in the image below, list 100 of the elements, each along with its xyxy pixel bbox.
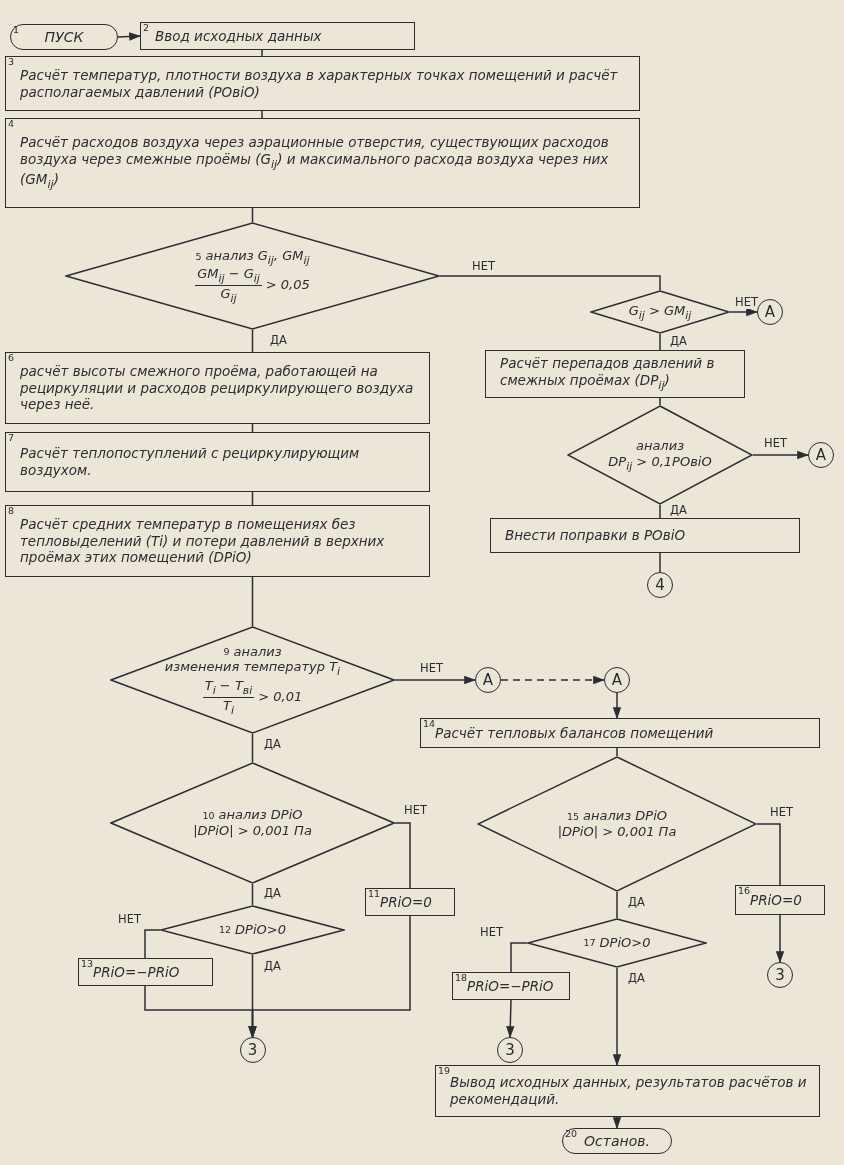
step-number: 2 bbox=[143, 22, 150, 34]
arrow bbox=[500, 675, 606, 685]
edge-label: НЕТ bbox=[733, 296, 760, 309]
process-box bbox=[5, 118, 640, 208]
connector-letter: A bbox=[611, 671, 623, 689]
process-box bbox=[5, 56, 640, 111]
condition-text: анализ DPiO bbox=[583, 808, 667, 824]
step-number: 10 bbox=[202, 809, 215, 821]
arrow bbox=[394, 675, 477, 685]
condition-text: G$_{ij}$ > GM$_{ij}$ bbox=[628, 302, 692, 322]
arrow bbox=[506, 999, 515, 1039]
condition-text: > 0,05 bbox=[265, 277, 310, 294]
edge-label: НЕТ bbox=[116, 913, 143, 926]
terminal-text: Останов. bbox=[584, 1133, 650, 1149]
step-text: Расчёт тепловых балансов помещений bbox=[435, 724, 714, 742]
connector-line bbox=[144, 929, 161, 959]
decision-diamond bbox=[160, 905, 345, 955]
step-number: 18 bbox=[455, 972, 468, 983]
connector-line bbox=[659, 504, 661, 519]
condition-text: анализ DPiO bbox=[218, 807, 303, 823]
edge-label: ДА bbox=[626, 972, 647, 985]
connector-line bbox=[251, 207, 254, 223]
process-box bbox=[452, 972, 570, 1000]
step-text: Расчёт расходов воздуха через аэрационные отверстия, существующих расходов воздуха через смежные проёмы (G$_{ij}$) и максимального расхода воздуха через них (GM$_{ij}$) bbox=[20, 133, 610, 193]
step-text: Расчёт теплопоступлений с рециркулирующим воздухом. bbox=[20, 445, 361, 479]
process-box bbox=[735, 885, 825, 915]
arrow bbox=[775, 914, 785, 964]
process-box bbox=[435, 1065, 820, 1117]
decision-diamond bbox=[567, 405, 753, 505]
edge-label: ДА bbox=[626, 896, 647, 909]
step-text: Расчёт температур, плотности воздуха в характерных точках помещений и расчёт располагаемых давлений (POвiO) bbox=[20, 66, 619, 101]
condition-text: изменения температур T$_{i}$ bbox=[164, 659, 341, 678]
step-number: 5 bbox=[195, 251, 202, 263]
step-text: Вывод исходных данных, результатов расчётов и рекомендаций. bbox=[450, 1074, 808, 1108]
condition-text: анализ bbox=[635, 437, 685, 454]
step-number: 20 bbox=[565, 1128, 578, 1139]
process-box bbox=[5, 432, 430, 492]
decision-diamond bbox=[110, 762, 395, 884]
step-text: Расчёт средних температур в помещениях без тепловыделений (Ti) и потери давлений в верхних проёмах этих помещений (DPiO) bbox=[20, 515, 386, 567]
step-number: 6 bbox=[8, 352, 15, 364]
condition-text: DPiO>0 bbox=[599, 935, 651, 951]
step-number: 7 bbox=[8, 432, 15, 444]
connector-line bbox=[659, 397, 661, 406]
step-text: Расчёт перепадов давлений в смежных проёмах (DP$_{ij}$) bbox=[500, 355, 716, 393]
step-number: 19 bbox=[438, 1065, 451, 1077]
condition-text: |DPiO| > 0,001 Па bbox=[557, 824, 677, 840]
edge-label: НЕТ bbox=[762, 437, 789, 450]
connector-line bbox=[439, 275, 661, 291]
step-number: 8 bbox=[8, 505, 15, 517]
step-number: 12 bbox=[219, 924, 232, 936]
edge-label: ДА bbox=[262, 738, 283, 751]
decision-diamond bbox=[65, 222, 440, 330]
condition-text: > 0,01 bbox=[258, 689, 303, 705]
condition-text: анализ bbox=[233, 643, 282, 660]
connector-letter: A bbox=[764, 303, 776, 321]
step-number: 16 bbox=[738, 885, 751, 896]
edge-label: НЕТ bbox=[768, 806, 795, 819]
connector-letter: A bbox=[482, 671, 494, 689]
arrow bbox=[612, 1116, 622, 1130]
connector-line bbox=[659, 552, 661, 573]
connector-line bbox=[261, 49, 263, 57]
connector-line bbox=[251, 883, 254, 906]
process-box bbox=[5, 352, 430, 424]
process-box bbox=[78, 958, 213, 986]
connector-line bbox=[510, 942, 528, 973]
arrow bbox=[729, 307, 759, 317]
step-number: 13 bbox=[81, 958, 94, 969]
condition-text: DP$_{ij}$ > 0,1POвiO bbox=[608, 453, 712, 473]
process-box bbox=[490, 518, 800, 553]
step-text: PRiO=−PRiO bbox=[467, 977, 554, 995]
edge-label: ДА bbox=[668, 504, 689, 517]
fraction-denominator: T$_{i}$ bbox=[223, 697, 234, 717]
connector-line bbox=[251, 329, 254, 353]
decision-diamond bbox=[110, 626, 395, 734]
connector-line bbox=[251, 733, 254, 763]
fraction-denominator: G$_{ij}$ bbox=[220, 285, 237, 305]
connector-letter: 3 bbox=[775, 966, 785, 984]
process-box bbox=[420, 718, 820, 748]
edge-label: НЕТ bbox=[402, 804, 429, 817]
step-text: PRiO=−PRiO bbox=[93, 963, 180, 981]
connector-letter: 3 bbox=[247, 1041, 258, 1059]
connector-line bbox=[251, 423, 254, 433]
connector-line bbox=[261, 110, 263, 119]
step-number: 11 bbox=[368, 888, 381, 899]
fraction-numerator: T$_{i}$ − T$_{вi}$ bbox=[202, 678, 255, 698]
connector-line bbox=[394, 822, 411, 889]
step-number: 4 bbox=[8, 118, 15, 130]
connector-line bbox=[756, 823, 781, 886]
condition-text: DPiO>0 bbox=[235, 922, 286, 938]
step-text: расчёт высоты смежного проёма, работающей на рециркуляции и расходов рециркулирующего воздуха через неё. bbox=[20, 362, 415, 414]
decision-diamond bbox=[527, 918, 707, 968]
arrow bbox=[248, 915, 411, 1039]
step-text: Внести поправки в POвiO bbox=[505, 527, 686, 544]
edge-label: ДА bbox=[262, 960, 283, 973]
step-number: 3 bbox=[8, 56, 15, 68]
step-number: 9 bbox=[223, 645, 230, 658]
connector-line bbox=[251, 576, 254, 627]
connector-letter: A bbox=[815, 446, 827, 464]
edge-label: ДА bbox=[268, 334, 289, 347]
arrow bbox=[752, 450, 810, 460]
